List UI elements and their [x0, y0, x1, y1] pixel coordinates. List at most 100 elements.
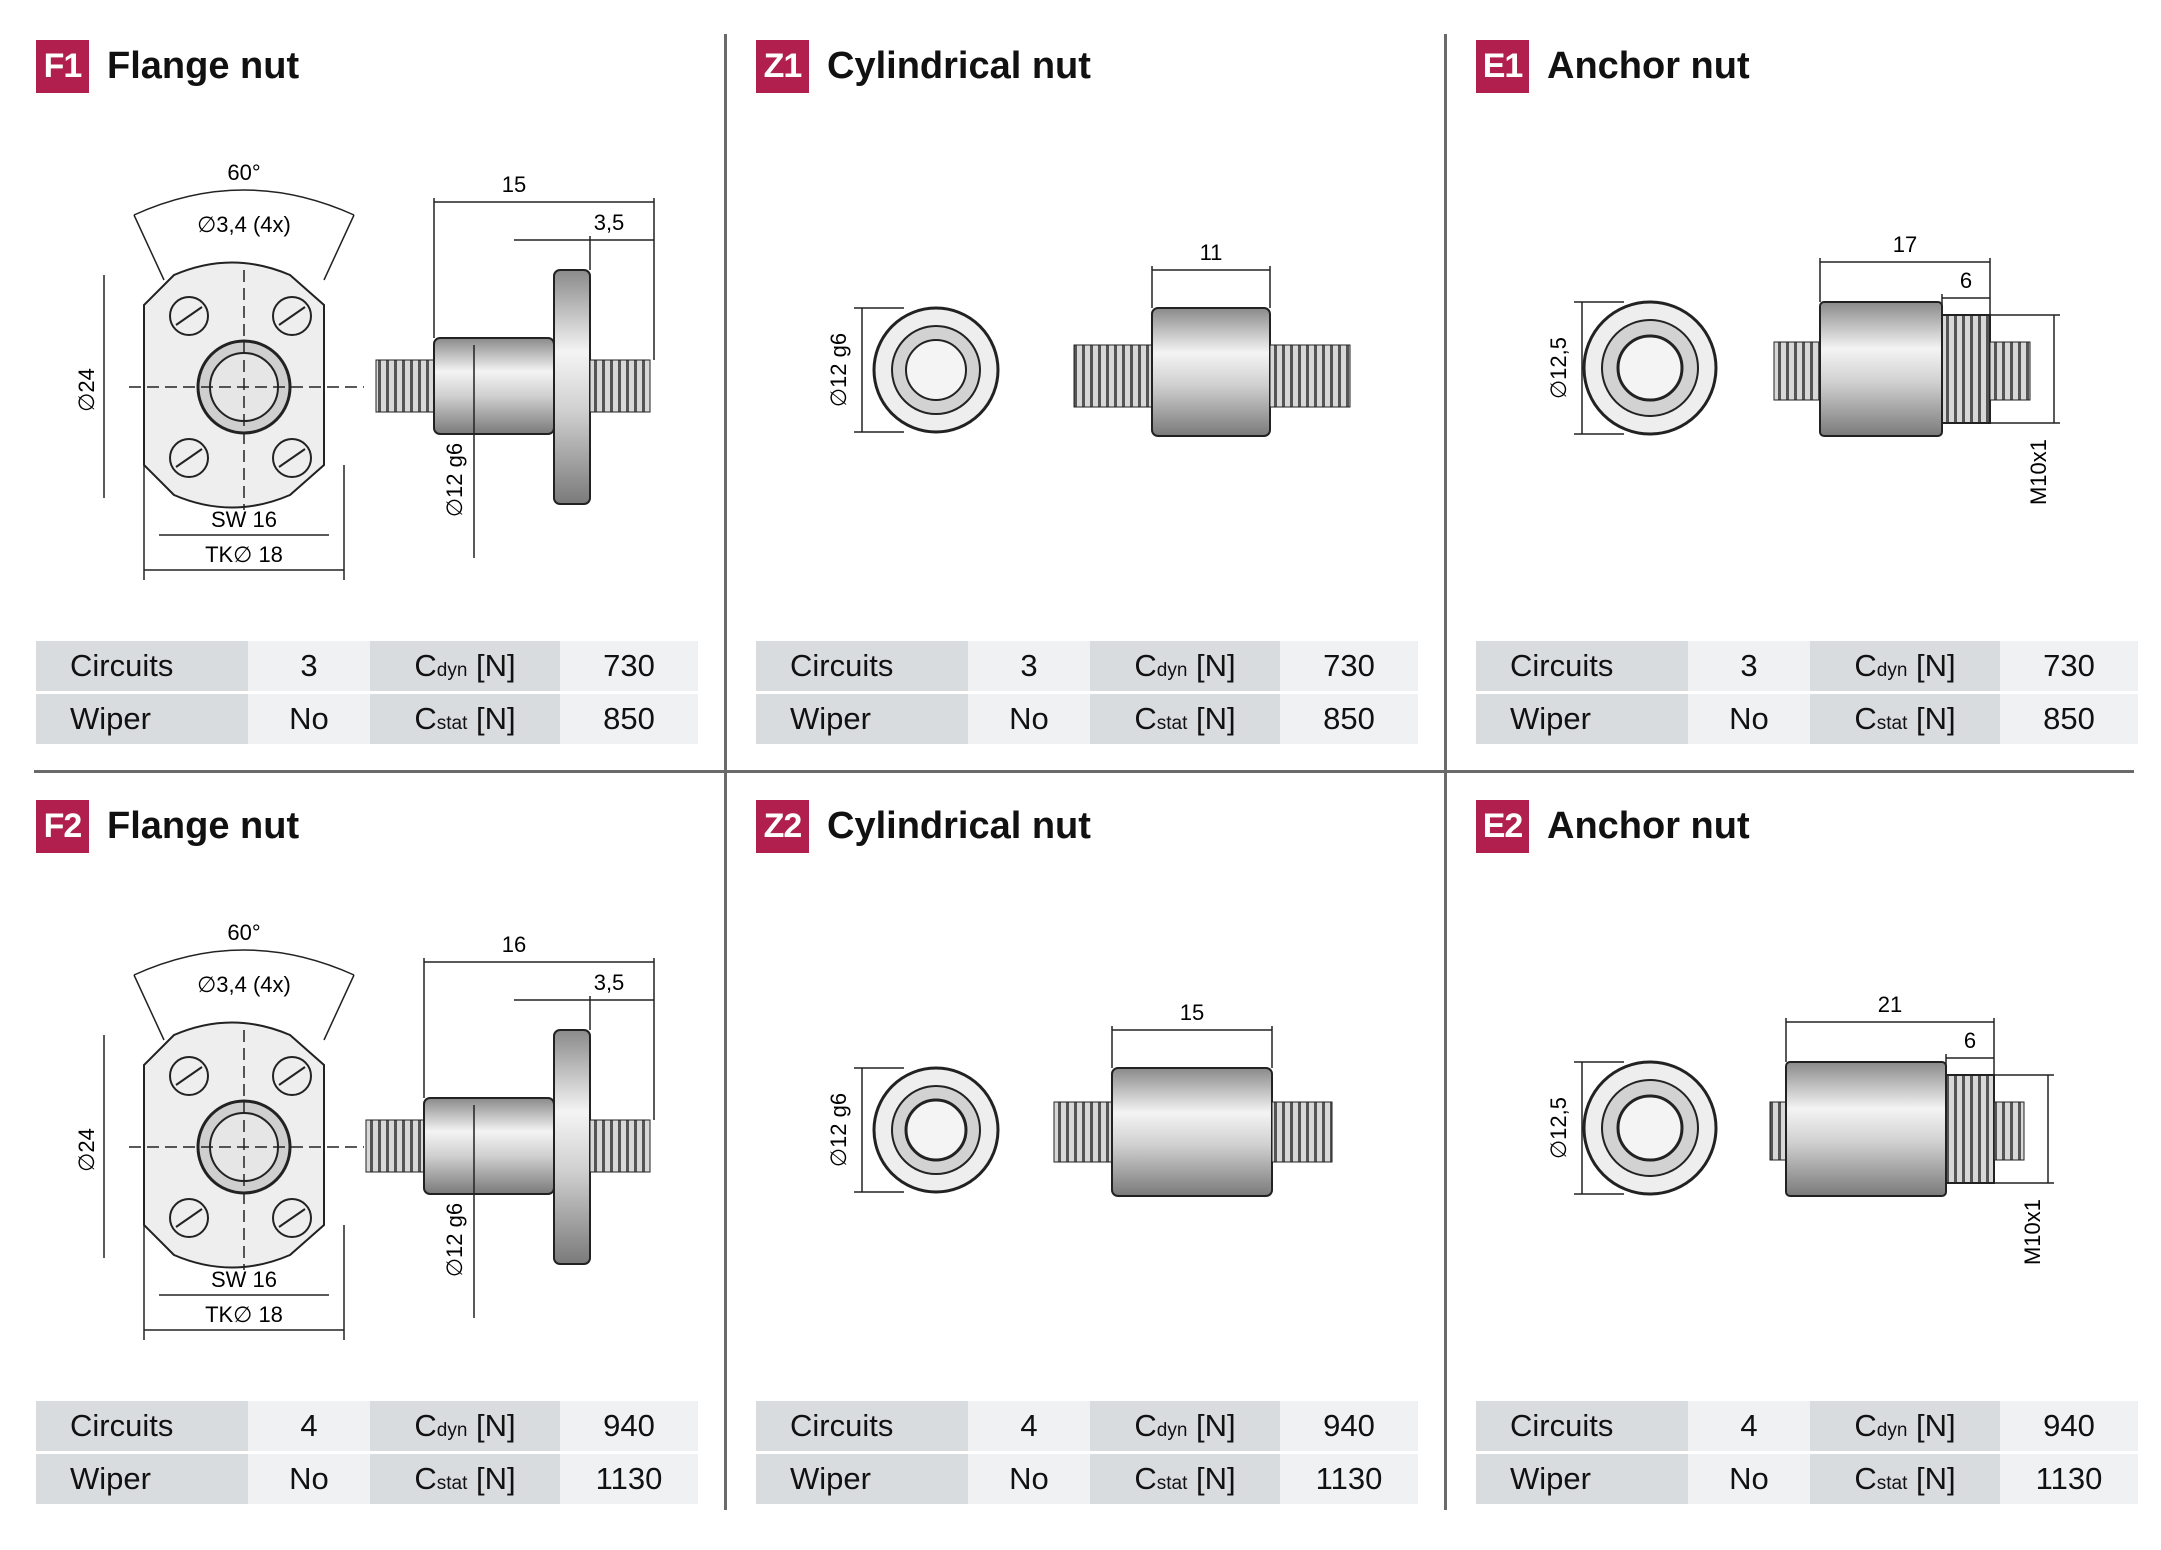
hole-4 [272, 1198, 312, 1238]
circuits-label: Circuits [36, 1401, 248, 1451]
circuits-value: 4 [248, 1401, 370, 1451]
nut-thread [1941, 314, 1991, 424]
panel-title: Cylindrical nut [827, 44, 1091, 87]
panel-code-badge: E1 [1476, 39, 1529, 93]
od-label: ∅12 g6 [442, 1203, 467, 1277]
nut-body [1785, 1061, 1947, 1197]
panel-title: Cylindrical nut [827, 804, 1091, 847]
holes-label: ∅3,4 (4x) [197, 212, 291, 237]
circuits-label: Circuits [1476, 641, 1688, 691]
circuits-label: Circuits [756, 1401, 968, 1451]
hole-1 [169, 1056, 209, 1096]
cstat-label: Cstat [N] [370, 694, 560, 744]
hole-2 [272, 1056, 312, 1096]
spec-row-circuits: Circuits 3 Cdyn [N] 730 [36, 641, 698, 691]
cdyn-value: 940 [1280, 1401, 1418, 1451]
spec-row-wiper: Wiper No Cstat [N] 850 [36, 694, 698, 744]
spec-row-circuits: Circuits 4 Cdyn [N] 940 [756, 1401, 1418, 1451]
od-label: ∅12 g6 [442, 443, 467, 517]
od-label: ∅12 g6 [826, 1093, 851, 1167]
screw-right [1989, 341, 2031, 401]
wiper-value: No [248, 694, 370, 744]
wiper-value: No [248, 1454, 370, 1504]
panel-f1: F1 Flange nut [34, 30, 754, 790]
flange-side [553, 269, 591, 505]
nut-front-bore [904, 1098, 968, 1162]
circuits-value: 3 [248, 641, 370, 691]
length-label: 16 [502, 932, 526, 957]
cstat-value: 850 [1280, 694, 1418, 744]
od-label: ∅12,5 [1546, 1097, 1571, 1159]
cstat-label: Cstat [N] [1810, 694, 2000, 744]
panel-code-badge: Z1 [756, 39, 809, 93]
circuits-value: 4 [968, 1401, 1090, 1451]
wiper-label: Wiper [1476, 1454, 1688, 1504]
flange-nut-drawing: 60° ∅3,4 (4x) ∅24 SW 16 TK∅ 18 16 3,5 ∅1… [74, 920, 655, 1340]
length-label: 15 [502, 172, 526, 197]
panel-z1: Z1 Cylindrical nut ∅12 g6 11 [754, 30, 1474, 790]
flange-nut-drawing: 60° ∅3,4 (4x) ∅24 SW 16 TK∅ 18 15 3,5 ∅1… [74, 160, 655, 580]
cstat-value: 1130 [2000, 1454, 2138, 1504]
spec-table: Circuits 4 Cdyn [N] 940 Wiper No Cstat [… [36, 1398, 698, 1507]
circuits-label: Circuits [36, 641, 248, 691]
panel-code-badge: F2 [36, 799, 89, 853]
spec-table: Circuits 4 Cdyn [N] 940 Wiper No Cstat [… [1476, 1398, 2138, 1507]
spec-table: Circuits 3 Cdyn [N] 730 Wiper No Cstat [… [756, 638, 1418, 747]
nut-front-bore [1616, 334, 1684, 402]
spec-row-circuits: Circuits 4 Cdyn [N] 940 [1476, 1401, 2138, 1451]
flange-side [553, 1029, 591, 1265]
panel-title: Flange nut [107, 804, 300, 847]
cdyn-label: Cdyn [N] [1810, 1401, 2000, 1451]
nut-body [1151, 307, 1271, 437]
spec-row-circuits: Circuits 4 Cdyn [N] 940 [36, 1401, 698, 1451]
screw-left [365, 1119, 427, 1173]
thread-label: M10x1 [2020, 1199, 2045, 1265]
hole-2 [272, 296, 312, 336]
tk-label: TK∅ 18 [205, 1302, 283, 1327]
nut-body [1111, 1067, 1273, 1197]
wiper-value: No [968, 694, 1090, 744]
circuits-label: Circuits [1476, 1401, 1688, 1451]
spec-row-wiper: Wiper No Cstat [N] 1130 [756, 1454, 1418, 1504]
nut-front-bore [1616, 1094, 1684, 1162]
hole-4 [272, 438, 312, 478]
flange-thickness-label: 3,5 [594, 970, 625, 995]
length-label: 21 [1878, 992, 1902, 1017]
panel-title: Flange nut [107, 44, 300, 87]
wiper-value: No [1688, 694, 1810, 744]
panel-header: F1 Flange nut [36, 38, 299, 94]
anchor-nut-drawing: ∅12,5 17 6 M10x1 [1546, 232, 2060, 505]
thread-label: M10x1 [2026, 439, 2051, 505]
spec-row-wiper: Wiper No Cstat [N] 850 [756, 694, 1418, 744]
panel-e2: E2 Anchor nut ∅12,5 2 [1474, 790, 2161, 1550]
spec-table: Circuits 3 Cdyn [N] 730 Wiper No Cstat [… [36, 638, 698, 747]
spec-row-wiper: Wiper No Cstat [N] 850 [1476, 694, 2138, 744]
cdyn-value: 730 [560, 641, 698, 691]
tk-label: TK∅ 18 [205, 542, 283, 567]
spec-row-wiper: Wiper No Cstat [N] 1130 [36, 1454, 698, 1504]
nut-body [433, 337, 555, 435]
cstat-label: Cstat [N] [1090, 694, 1280, 744]
cstat-value: 1130 [1280, 1454, 1418, 1504]
length-label: 17 [1893, 232, 1917, 257]
spec-row-circuits: Circuits 3 Cdyn [N] 730 [756, 641, 1418, 691]
cdyn-label: Cdyn [N] [1090, 1401, 1280, 1451]
panel-header: Z2 Cylindrical nut [756, 798, 1091, 854]
cstat-value: 850 [560, 694, 698, 744]
cdyn-value: 730 [1280, 641, 1418, 691]
wiper-label: Wiper [756, 1454, 968, 1504]
nut-body [1819, 301, 1943, 437]
diameter-label: ∅24 [74, 1128, 99, 1172]
nut-body [423, 1097, 555, 1195]
hole-3 [169, 1198, 209, 1238]
thread-length-label: 6 [1964, 1028, 1976, 1053]
hole-3 [169, 438, 209, 478]
panel-code-badge: E2 [1476, 799, 1529, 853]
screw-left [1053, 1101, 1115, 1163]
screw-left [1073, 344, 1155, 408]
panel-code-badge: Z2 [756, 799, 809, 853]
cdyn-value: 730 [2000, 641, 2138, 691]
wiper-label: Wiper [36, 1454, 248, 1504]
panel-f2: F2 Flange nut [34, 790, 754, 1550]
cstat-value: 850 [2000, 694, 2138, 744]
